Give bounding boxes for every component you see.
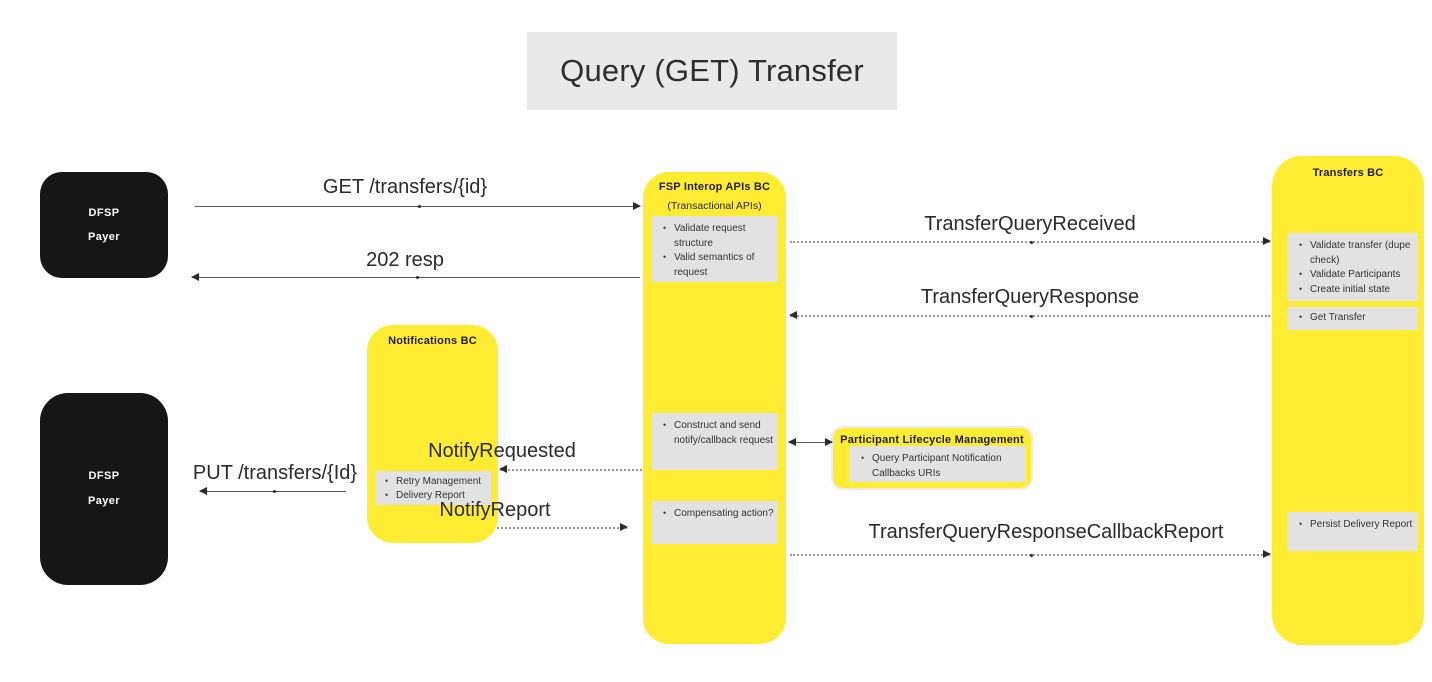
arrowhead-left-icon <box>191 273 199 281</box>
task-list: Validate transfer (dupe check)Validate P… <box>1288 233 1418 303</box>
task-list: Validate request structureValid semantic… <box>652 216 778 286</box>
message-label-notify-report: NotifyReport <box>439 499 551 521</box>
task-item: Query Participant Notification Callbacks… <box>858 452 1010 481</box>
task-item: Retry Management <box>382 475 489 489</box>
actor-label: Payer <box>88 495 120 507</box>
task-item: Valid semantics of request <box>660 251 774 280</box>
message-label-transfer-query-received: TransferQueryReceived <box>924 213 1136 235</box>
task-item: Persist Delivery Report <box>1296 518 1414 533</box>
actor-label: Payer <box>88 230 120 243</box>
component-title: Transfers BC <box>1312 167 1384 179</box>
waypoint-dot-icon <box>273 489 276 493</box>
arrow-notify-report <box>497 523 628 531</box>
task-item: Validate Participants <box>1296 268 1414 283</box>
waypoint-dot-icon <box>417 204 421 208</box>
component-title: FSP Interop APIs BC <box>658 181 771 193</box>
task-item: Construct and send notify/callback reque… <box>660 419 774 448</box>
message-label-transfer-query-response-callback-report: TransferQueryResponseCallbackReport <box>868 521 1224 543</box>
actor-label: DFSP <box>88 206 120 219</box>
task-item: Compensating action? <box>660 507 774 522</box>
task-list: Compensating action? <box>652 501 778 528</box>
task-list: Get Transfer <box>1288 307 1418 332</box>
task-box-query-participant: Query Participant Notification Callbacks… <box>850 446 1026 482</box>
waypoint-dot-icon <box>416 275 419 279</box>
task-item: Delivery Report <box>382 489 489 503</box>
task-box-compensating-action: Compensating action? <box>652 501 778 544</box>
component-title: Notifications BC <box>388 335 477 347</box>
arrow-notify-requested <box>499 465 642 473</box>
component-notifications-bc: Notifications BC Retry ManagementDeliver… <box>367 325 498 543</box>
message-label-put-transfers: PUT /transfers/{Id} <box>192 462 358 484</box>
arrowhead-right-icon <box>825 438 833 446</box>
message-label-transfer-query-response: TransferQueryResponse <box>920 286 1140 308</box>
arrow-transfer-query-response-callback-report <box>790 550 1271 558</box>
task-box-validate-transfer: Validate transfer (dupe check)Validate P… <box>1288 233 1418 301</box>
task-box-construct-notify: Construct and send notify/callback reque… <box>652 413 778 470</box>
waypoint-dot-icon <box>1030 240 1033 244</box>
component-participant-lifecycle-management: Participant Lifecycle Management Query P… <box>831 426 1033 490</box>
waypoint-dot-icon <box>1030 553 1033 557</box>
component-subtitle: (Transactional APIs) <box>667 200 762 212</box>
component-fsp-interop-apis-bc: FSP Interop APIs BC (Transactional APIs)… <box>643 172 786 644</box>
page-title: Query (GET) Transfer <box>527 32 897 110</box>
message-label-202-resp: 202 resp <box>366 249 444 271</box>
arrow-202-resp <box>191 273 640 281</box>
task-item: Validate request structure <box>660 222 774 251</box>
arrowhead-left-icon <box>789 311 797 319</box>
waypoint-dot-icon <box>1030 314 1033 318</box>
task-box-get-transfer: Get Transfer <box>1288 307 1418 330</box>
actor-dfsp-payer-top: DFSP Payer <box>40 172 168 278</box>
message-label-notify-requested: NotifyRequested <box>428 440 576 462</box>
actor-label: DFSP <box>88 470 120 482</box>
arrow-transfer-query-response <box>789 311 1270 319</box>
arrow-transfer-query-received <box>790 237 1271 245</box>
arrowhead-right-icon <box>1263 550 1271 558</box>
actor-dfsp-payer-bottom: DFSP Payer <box>40 393 168 585</box>
task-list: Construct and send notify/callback reque… <box>652 413 778 454</box>
task-list: Retry ManagementDelivery Report <box>376 471 491 507</box>
task-item: Create initial state <box>1296 283 1414 298</box>
component-transfers-bc: Transfers BC Validate transfer (dupe che… <box>1272 156 1424 645</box>
task-box-persist-delivery-report: Persist Delivery Report <box>1288 512 1418 551</box>
arrowhead-left-icon <box>499 465 507 473</box>
task-box-validate-request: Validate request structureValid semantic… <box>652 216 778 282</box>
arrowhead-right-icon <box>633 202 641 210</box>
task-item: Get Transfer <box>1296 311 1414 326</box>
arrowhead-right-icon <box>620 523 628 531</box>
arrowhead-left-icon <box>199 487 207 495</box>
task-list: Query Participant Notification Callbacks… <box>850 446 1026 487</box>
arrow-fsp-participant-bidirectional <box>788 438 833 446</box>
arrow-get-transfers <box>195 202 641 210</box>
component-title: Participant Lifecycle Management <box>840 434 1024 446</box>
message-label-get-transfers: GET /transfers/{id} <box>322 176 488 198</box>
arrowhead-left-icon <box>788 438 796 446</box>
arrow-put-transfers <box>199 487 346 495</box>
task-item: Validate transfer (dupe check) <box>1296 239 1414 268</box>
task-box-notifications: Retry ManagementDelivery Report <box>376 471 491 505</box>
arrowhead-right-icon <box>1263 237 1271 245</box>
task-list: Persist Delivery Report <box>1288 512 1418 539</box>
